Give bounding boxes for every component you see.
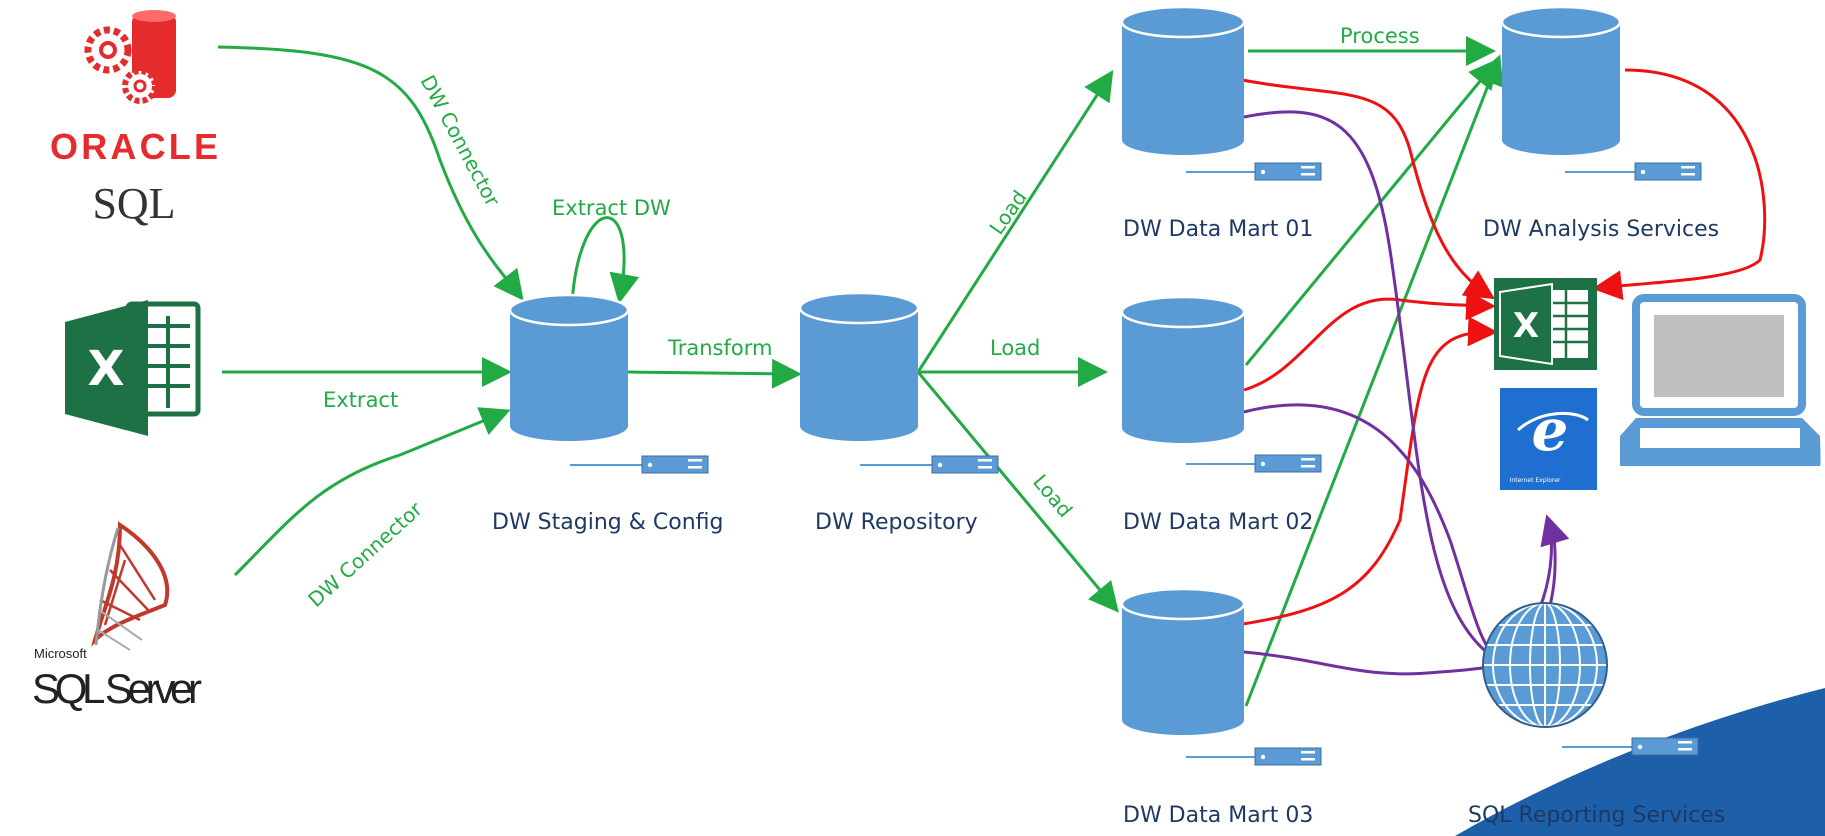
excel-source-icon: X xyxy=(65,300,201,436)
db-analysis xyxy=(1500,5,1702,181)
analysis-server-icon xyxy=(1565,162,1702,181)
label-dw-connector-top: DW Connector xyxy=(416,71,505,211)
mart3-server-icon xyxy=(1186,747,1322,766)
flow-mart1-to-excel xyxy=(1231,76,1496,300)
flow-oracle-to-staging xyxy=(217,45,524,301)
corner-swoosh xyxy=(1455,688,1825,836)
label-extract: Extract xyxy=(323,388,398,412)
flow-sqlserver-to-staging xyxy=(233,407,511,577)
oracle-brand: ORACLE xyxy=(50,126,218,167)
label-mart2: DW Data Mart 02 xyxy=(1123,510,1313,535)
flow-repository-to-mart1 xyxy=(916,69,1114,373)
label-mart3: DW Data Mart 03 xyxy=(1123,803,1313,828)
mart1-server-icon xyxy=(1186,162,1322,181)
db-mart3 xyxy=(1120,587,1322,766)
label-staging: DW Staging & Config xyxy=(492,510,723,535)
label-load-mid: Load xyxy=(990,336,1040,360)
repository-server-icon xyxy=(860,455,999,474)
flow-mart2-to-reporting xyxy=(1243,403,1501,662)
flow-repository-to-mart3 xyxy=(916,371,1119,613)
oracle-gears-icon xyxy=(84,10,176,104)
mart2-server-icon xyxy=(1186,454,1322,473)
label-extract-dw: Extract DW xyxy=(552,196,671,220)
label-analysis: DW Analysis Services xyxy=(1483,217,1719,242)
oracle-sql-source: ORACLE SQL xyxy=(50,10,218,228)
label-mart1: DW Data Mart 01 xyxy=(1123,217,1313,242)
excel-client-glyph: X xyxy=(1513,306,1539,346)
node-labels: DW Staging & Config DW Repository DW Dat… xyxy=(492,217,1725,828)
staging-server-icon xyxy=(570,455,709,474)
label-dw-connector-bottom: DW Connector xyxy=(303,497,427,612)
flow-staging-to-repository xyxy=(627,358,802,389)
ie-client-icon: e Internet Explorer xyxy=(1500,388,1597,490)
label-transform: Transform xyxy=(667,336,772,360)
db-repository xyxy=(798,291,999,474)
excel-source-glyph: X xyxy=(87,341,124,397)
ie-client-glyph: e xyxy=(1532,396,1569,464)
db-staging xyxy=(508,293,709,474)
flow-mart1-to-reporting xyxy=(1243,110,1491,657)
flow-mart3-to-reporting xyxy=(1243,650,1501,676)
label-repository: DW Repository xyxy=(815,510,978,535)
flow-analysis-to-excel xyxy=(1592,68,1767,301)
sqlserver-product: SQL Server xyxy=(32,665,202,712)
sqlserver-logo-icon xyxy=(90,521,170,651)
flow-mart2-to-analysis xyxy=(1244,58,1499,366)
laptop-icon xyxy=(1620,294,1821,466)
db-mart1 xyxy=(1120,5,1322,181)
flow-mart2-to-excel xyxy=(1243,290,1496,392)
green-flows xyxy=(217,36,1504,707)
db-mart2 xyxy=(1120,295,1322,473)
label-load-up: Load xyxy=(984,186,1031,239)
flow-mart3-to-excel xyxy=(1242,316,1498,626)
oracle-product: SQL xyxy=(92,179,175,228)
excel-client-icon: X xyxy=(1494,278,1597,370)
ie-client-caption: Internet Explorer xyxy=(1510,477,1561,484)
reporting-globe-icon xyxy=(1482,602,1699,756)
label-process: Process xyxy=(1340,24,1420,48)
flow-mart3-to-analysis xyxy=(1244,54,1504,707)
red-flows xyxy=(1231,68,1767,626)
flow-extract-dw-loop xyxy=(570,216,640,304)
reporting-server-icon xyxy=(1562,737,1699,756)
sqlserver-brand: Microsoft xyxy=(34,646,87,661)
label-reporting: SQL Reporting Services xyxy=(1468,803,1725,828)
sqlserver-source: Microsoft SQL Server xyxy=(32,521,202,712)
